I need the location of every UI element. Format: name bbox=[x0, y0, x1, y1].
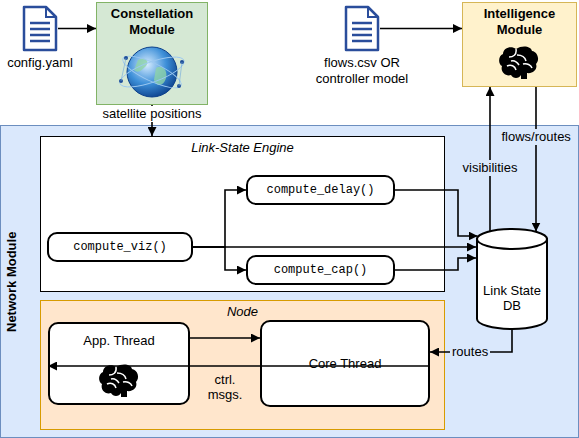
connector-arrow bbox=[193, 246, 476, 248]
node-label: Network Module bbox=[4, 232, 20, 332]
database-cylinder: Link State DB bbox=[476, 228, 548, 330]
edge-label: visibilities bbox=[461, 160, 520, 176]
connector-arrow bbox=[48, 365, 430, 367]
thread-box: App. Thread bbox=[48, 322, 190, 405]
connector-arrow bbox=[193, 247, 246, 270]
node-label: App. Thread bbox=[83, 333, 154, 349]
node-box: NodeApp. ThreadCore Thread bbox=[40, 300, 445, 430]
node-label: flows.csv OR controller model bbox=[303, 55, 421, 86]
edge-label: flows/routes bbox=[500, 129, 573, 145]
connector-arrow bbox=[380, 28, 462, 30]
connector-arrow bbox=[535, 87, 537, 232]
brain-icon bbox=[99, 365, 138, 397]
document-icon: flows.csv OR controller model bbox=[344, 5, 380, 52]
thread-box: Core Thread bbox=[260, 320, 430, 407]
edge-label: ctrl. msgs. bbox=[202, 372, 248, 403]
node-label: Node bbox=[227, 304, 258, 320]
connector-arrow bbox=[190, 337, 260, 339]
document-icon: config.yaml bbox=[22, 5, 58, 52]
function-box: compute_cap() bbox=[246, 255, 395, 285]
globe-illustration bbox=[117, 47, 188, 97]
node-label: Link-State Engine bbox=[191, 140, 294, 156]
node-label: Constellation Module bbox=[101, 6, 203, 37]
node-label: config.yaml bbox=[7, 55, 73, 71]
node-label: compute_delay() bbox=[266, 183, 374, 197]
brain-icon bbox=[499, 47, 538, 79]
edge-label: satellite positions bbox=[101, 106, 204, 122]
document-outline bbox=[22, 5, 58, 52]
module-box: Constellation Module bbox=[96, 2, 208, 105]
node-label: compute_viz() bbox=[73, 240, 167, 254]
connector-arrow bbox=[395, 258, 476, 270]
function-box: compute_viz() bbox=[47, 232, 193, 262]
node-label: Intelligence Module bbox=[467, 6, 572, 37]
module-box: Intelligence Module bbox=[462, 2, 577, 87]
function-box: compute_delay() bbox=[246, 175, 395, 205]
document-outline bbox=[344, 5, 380, 52]
engine-box: Link-State Engine compute_viz() compute_de… bbox=[40, 136, 445, 292]
node-label: Core Thread bbox=[309, 356, 382, 372]
node-label: Link State DB bbox=[479, 283, 545, 314]
connector-arrow bbox=[58, 28, 96, 30]
node-label: compute_cap() bbox=[274, 263, 368, 277]
connector-arrow bbox=[193, 190, 246, 247]
edge-label: routes bbox=[450, 344, 490, 360]
connector-arrow bbox=[395, 190, 478, 236]
cylinder-outline bbox=[476, 228, 548, 330]
